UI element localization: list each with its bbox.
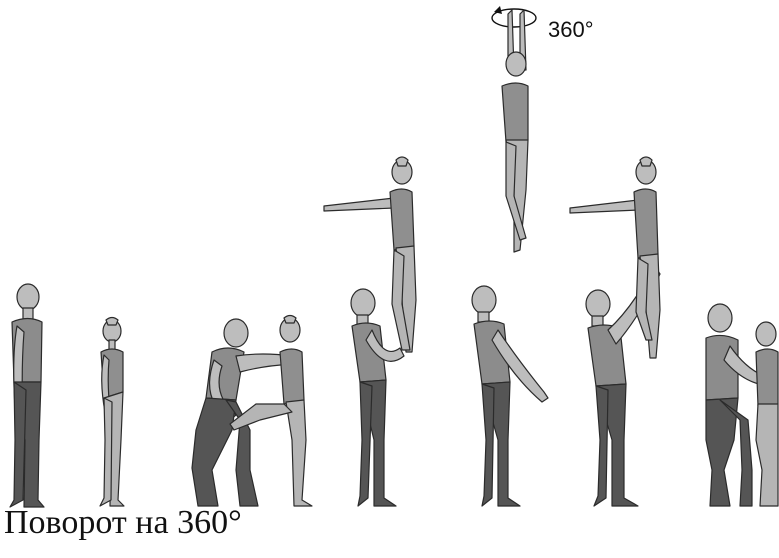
flyer-figure-3 [323,156,417,353]
flyer-figure-2 [229,314,313,507]
stage-1-group [9,283,125,508]
rotation-indicator: 360° [491,6,594,42]
partner-figure-3 [350,288,405,507]
stage-2-group [191,314,313,507]
partner-figure-5 [471,285,549,507]
partner-figure-1 [9,283,45,508]
flyer-figure-7 [755,321,779,507]
stage-6-group [569,156,661,507]
figure-caption: Поворот на 360° [4,504,242,541]
stage-4-group: 360° [491,6,594,253]
flyer-figure-6 [569,156,661,359]
flyer-figure-1 [99,316,125,507]
partner-figure-2 [191,318,293,507]
stage-3-group [323,156,417,507]
flyer-figure-4 [501,9,529,253]
stage-5-group [471,285,549,507]
stage-7-group [705,303,779,507]
rotation-label: 360° [548,17,594,42]
